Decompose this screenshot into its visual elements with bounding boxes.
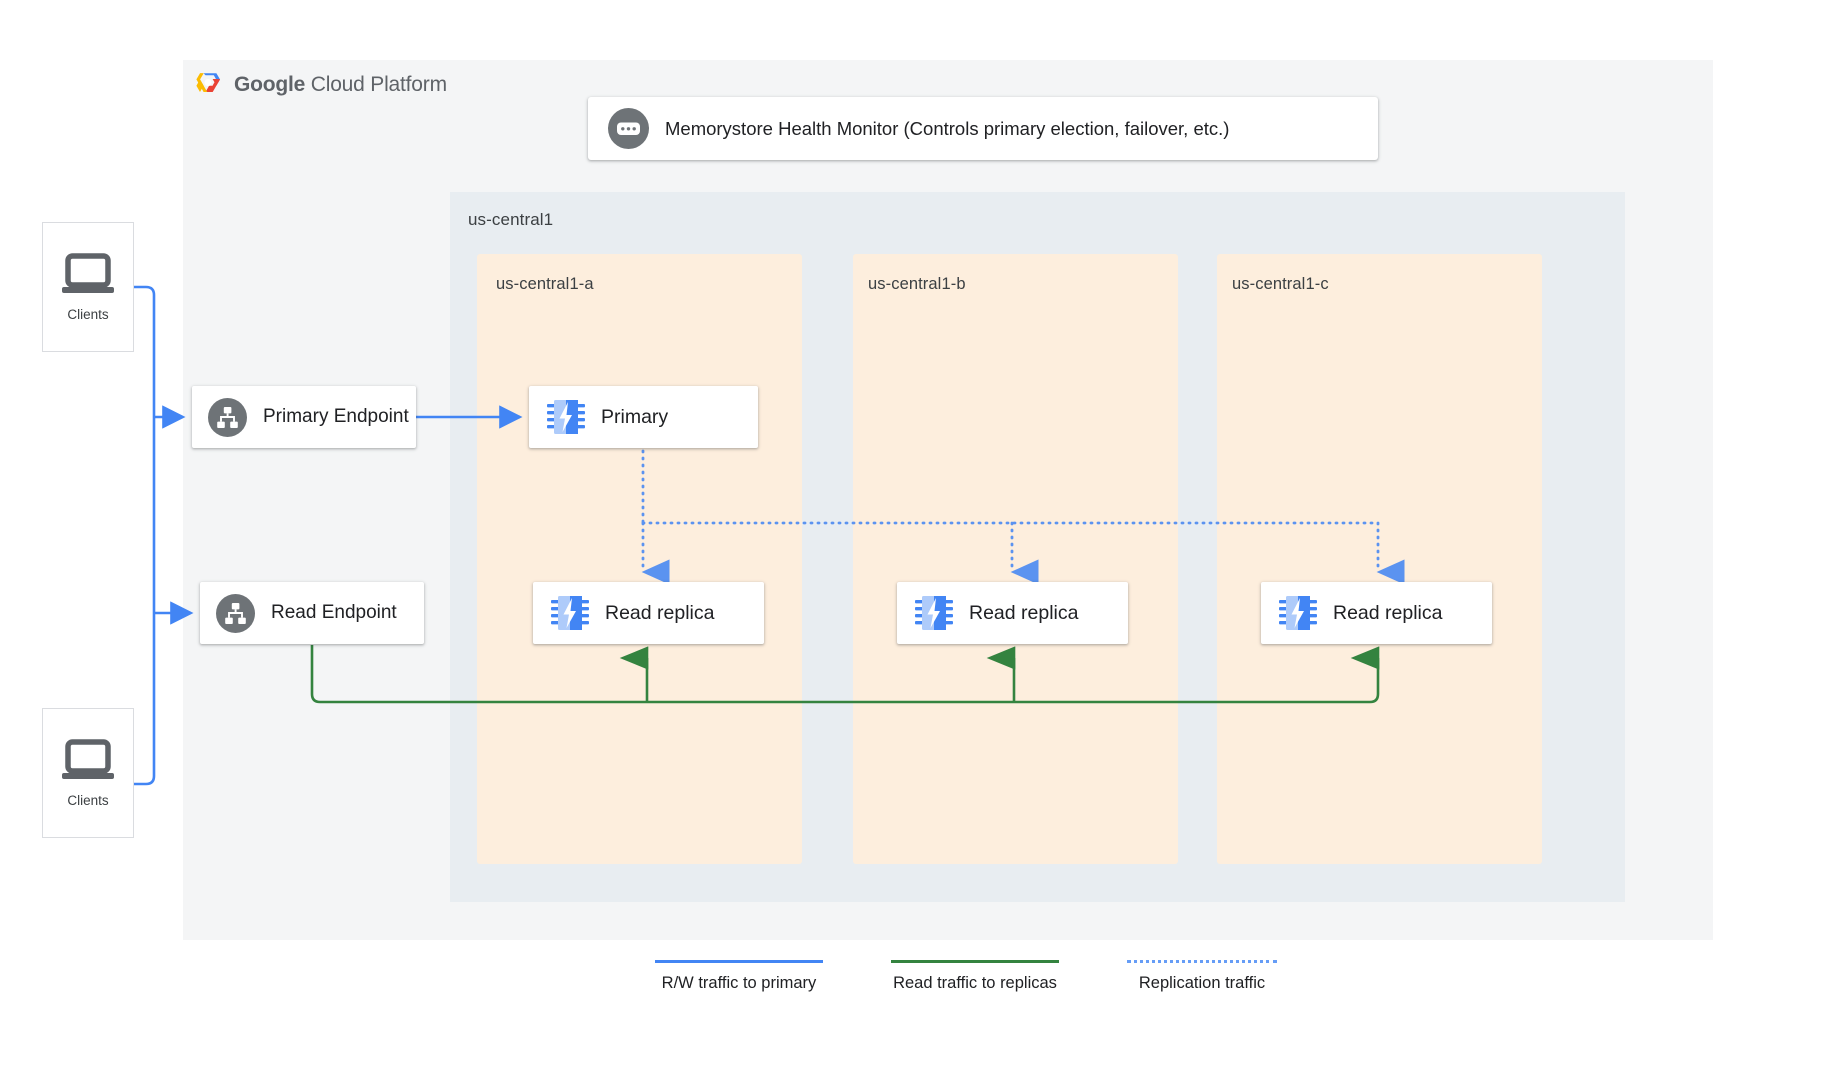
node-read-replica-a[interactable]: Read replica bbox=[533, 582, 764, 644]
legend-swatch-rw bbox=[655, 960, 823, 963]
zone-us-central1-c bbox=[1217, 254, 1542, 864]
legend-label-replication: Replication traffic bbox=[1138, 974, 1266, 992]
zone-label-c: us-central1-c bbox=[1232, 275, 1329, 293]
node-read-replica-b-label: Read replica bbox=[969, 601, 1079, 624]
legend-label-read: Read traffic to replicas bbox=[893, 974, 1057, 992]
clients-bottom[interactable]: Clients bbox=[42, 708, 134, 838]
node-read-replica-a-label: Read replica bbox=[605, 601, 715, 624]
legend-label-rw: R/W traffic to primary bbox=[661, 974, 817, 992]
primary-endpoint-card[interactable]: Primary Endpoint bbox=[192, 386, 416, 448]
node-primary-label: Primary bbox=[601, 405, 669, 428]
read-endpoint-card[interactable]: Read Endpoint bbox=[200, 582, 424, 644]
memorystore-chip-icon bbox=[547, 400, 585, 434]
memorystore-health-monitor-bar[interactable]: Memorystore Health Monitor (Controls pri… bbox=[588, 97, 1378, 160]
endpoint-hierarchy-icon bbox=[208, 397, 247, 437]
node-read-replica-b[interactable]: Read replica bbox=[897, 582, 1128, 644]
zone-label-b: us-central1-b bbox=[868, 275, 966, 293]
legend-swatch-read bbox=[891, 960, 1059, 963]
endpoint-hierarchy-icon bbox=[216, 593, 255, 633]
zone-label-a: us-central1-a bbox=[496, 275, 594, 293]
legend-item-replication: Replication traffic bbox=[1127, 960, 1277, 993]
clients-bottom-label: Clients bbox=[67, 792, 109, 808]
brand-word-google: Google bbox=[234, 72, 306, 96]
clients-top[interactable]: Clients bbox=[42, 222, 134, 352]
node-primary[interactable]: Primary bbox=[529, 386, 758, 448]
legend-item-rw-traffic: R/W traffic to primary bbox=[655, 960, 823, 993]
memorystore-chip-icon bbox=[1279, 596, 1317, 630]
memorystore-chip-icon bbox=[551, 596, 589, 630]
legend-swatch-replication bbox=[1127, 960, 1277, 963]
legend-item-read-traffic: Read traffic to replicas bbox=[891, 960, 1059, 993]
zone-us-central1-a bbox=[477, 254, 802, 864]
memorystore-chip-icon bbox=[915, 596, 953, 630]
node-read-replica-c[interactable]: Read replica bbox=[1261, 582, 1492, 644]
google-cloud-hexagon-logo-icon bbox=[196, 73, 220, 92]
primary-endpoint-label: Primary Endpoint bbox=[263, 406, 409, 427]
google-cloud-platform-brand: Google Cloud Platform bbox=[196, 72, 447, 97]
legend: R/W traffic to primary Read traffic to r… bbox=[655, 960, 1277, 993]
client-bus-line bbox=[134, 285, 156, 786]
laptop-icon bbox=[62, 252, 114, 293]
zone-us-central1-b bbox=[853, 254, 1178, 864]
health-monitor-icon bbox=[608, 108, 649, 149]
clients-top-label: Clients bbox=[67, 306, 109, 322]
region-label: us-central1 bbox=[468, 210, 554, 229]
laptop-icon bbox=[62, 738, 114, 779]
node-read-replica-c-label: Read replica bbox=[1333, 601, 1443, 624]
health-monitor-label: Memorystore Health Monitor (Controls pri… bbox=[665, 117, 1230, 139]
read-endpoint-label: Read Endpoint bbox=[271, 602, 397, 623]
brand-word-cloud-platform: Cloud Platform bbox=[305, 72, 447, 96]
brand-wordmark: Google Cloud Platform bbox=[234, 73, 447, 97]
